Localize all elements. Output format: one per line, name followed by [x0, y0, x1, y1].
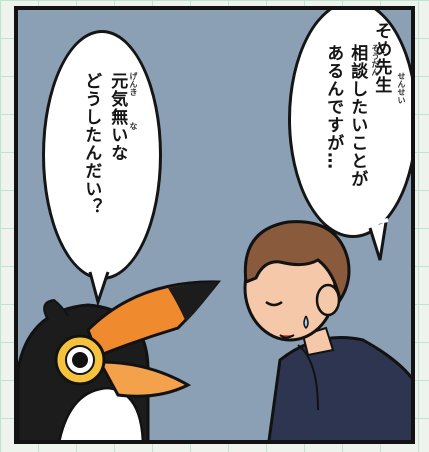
speech-text-student-line2: 相談したいことが: [347, 44, 368, 188]
ruby-soudan: そうだん: [371, 44, 380, 76]
speech-bubble-toucan: [42, 30, 162, 280]
characters-illustration: [18, 220, 411, 440]
speech-text-toucan-line1: 元気無いな: [107, 72, 128, 162]
bubble-tail-toucan: [88, 266, 110, 308]
speech-text-student-line3: あるんですが…: [323, 44, 344, 170]
speech-text-toucan-line2: どうしたんだい？: [81, 72, 102, 216]
speech-text-student-line1: そめ先生: [371, 22, 392, 94]
ruby-na: な: [129, 122, 138, 130]
speech-bubble-student: [288, 10, 411, 238]
comic-panel: そめ先生 相談したいことが あるんですが… せんせい そうだん 元気無いな どう…: [14, 6, 415, 444]
student-character: [243, 220, 411, 440]
toucan-character: [18, 280, 222, 440]
ruby-genki: げんき: [129, 72, 138, 96]
ruby-sensei: せんせい: [397, 72, 406, 104]
bubble-tail-student: [367, 218, 389, 261]
